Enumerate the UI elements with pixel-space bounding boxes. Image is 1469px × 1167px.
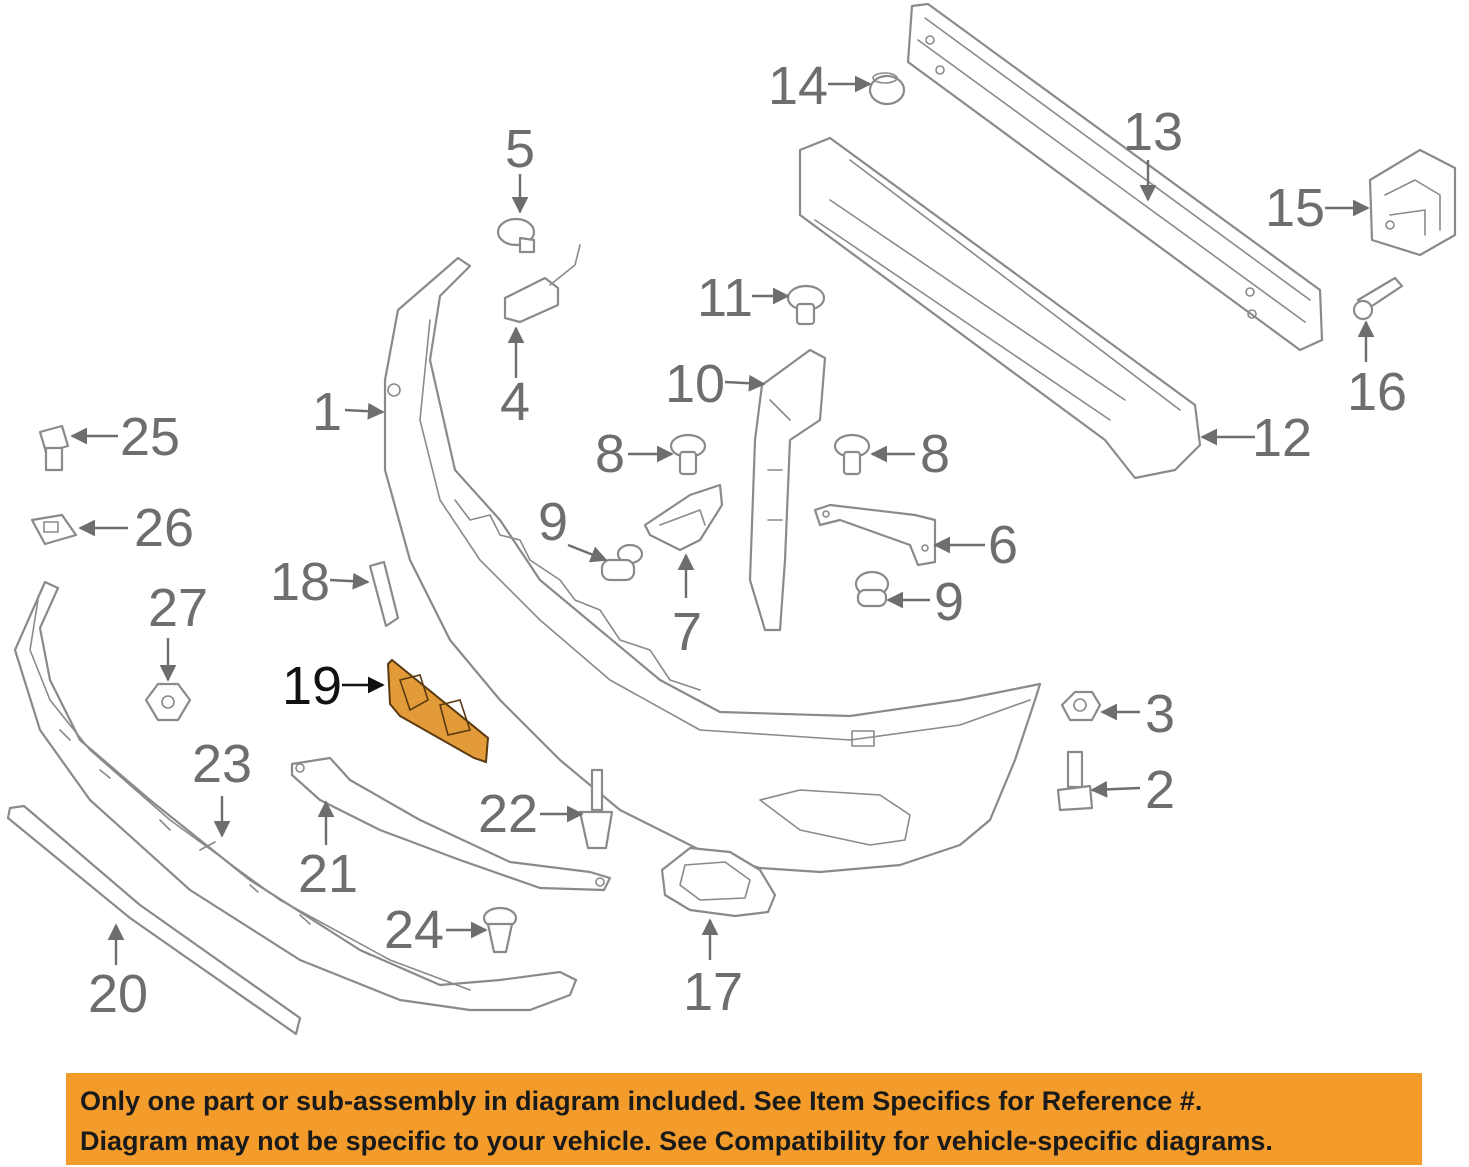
callout-27: 27 (148, 578, 208, 638)
callout-7: 7 (672, 602, 702, 662)
callout-12: 12 (1252, 408, 1312, 468)
part-22-pin (578, 768, 614, 850)
part-8-clip-left (669, 433, 707, 476)
callout-18: 18 (270, 552, 330, 612)
callout-21: 21 (298, 844, 358, 904)
callout-4: 4 (500, 372, 530, 432)
part-12-absorber (798, 136, 1202, 480)
callout-19: 19 (282, 656, 342, 716)
callout-1: 1 (312, 382, 342, 442)
part-25-bolt (38, 424, 70, 472)
callout-22: 22 (478, 784, 538, 844)
callout-5: 5 (505, 119, 535, 179)
part-24-clip (482, 906, 518, 954)
part-6-bracket (813, 503, 937, 567)
callout-17: 17 (683, 962, 743, 1022)
parts-diagram: 1 2 3 4 5 6 7 8 8 9 9 10 11 12 13 14 15 … (6, 2, 1457, 1036)
callout-8-left: 8 (595, 424, 625, 484)
part-27-nut (144, 682, 192, 722)
part-13-reinforcement (906, 2, 1324, 352)
part-14-grommet (868, 72, 906, 106)
part-4-sensor (503, 244, 581, 324)
part-1-bumper-cover (383, 256, 1042, 874)
callout-26: 26 (134, 498, 194, 558)
part-17-fog-trim (660, 846, 777, 918)
part-8-clip-right (833, 433, 871, 476)
callout-14: 14 (768, 56, 828, 116)
callout-13: 13 (1123, 102, 1183, 162)
part-7-bracket (643, 483, 724, 552)
callout-8-right: 8 (920, 424, 950, 484)
leader-lines (70, 75, 1375, 965)
callout-6: 6 (988, 515, 1018, 575)
part-19-bracket-highlighted (386, 658, 490, 764)
callout-20: 20 (88, 964, 148, 1024)
callout-15: 15 (1265, 178, 1325, 238)
part-23-lower-bracket (13, 580, 578, 1012)
part-16-bolt (1352, 276, 1404, 321)
part-9-clip-right (854, 570, 890, 608)
callout-25: 25 (120, 407, 180, 467)
part-20-strip (6, 804, 302, 1036)
part-18-pad (368, 560, 400, 628)
part-10-bracket (748, 348, 827, 632)
part-15-bracket (1368, 148, 1457, 257)
callout-9-left: 9 (538, 492, 568, 552)
part-2-bolt (1056, 750, 1094, 812)
callout-24: 24 (384, 900, 444, 960)
callout-23: 23 (192, 734, 252, 794)
callout-11: 11 (697, 268, 753, 328)
callout-10: 10 (665, 354, 725, 414)
callout-2: 2 (1145, 760, 1175, 820)
disclaimer-banner: Only one part or sub-assembly in diagram… (66, 1073, 1422, 1165)
part-3-nut (1060, 690, 1102, 722)
callout-16: 16 (1347, 362, 1407, 422)
disclaimer-line-2: Diagram may not be specific to your vehi… (80, 1126, 1273, 1156)
part-11-clip (786, 284, 826, 326)
callout-9-right: 9 (934, 572, 964, 632)
part-26-clip (30, 513, 78, 546)
callout-3: 3 (1145, 684, 1175, 744)
part-5-clip (496, 217, 536, 254)
disclaimer-line-1: Only one part or sub-assembly in diagram… (80, 1086, 1203, 1116)
part-9-clip-left (600, 543, 644, 582)
callout-labels: 1 2 3 4 5 6 7 8 8 9 9 10 11 12 13 14 15 … (88, 56, 1407, 1024)
